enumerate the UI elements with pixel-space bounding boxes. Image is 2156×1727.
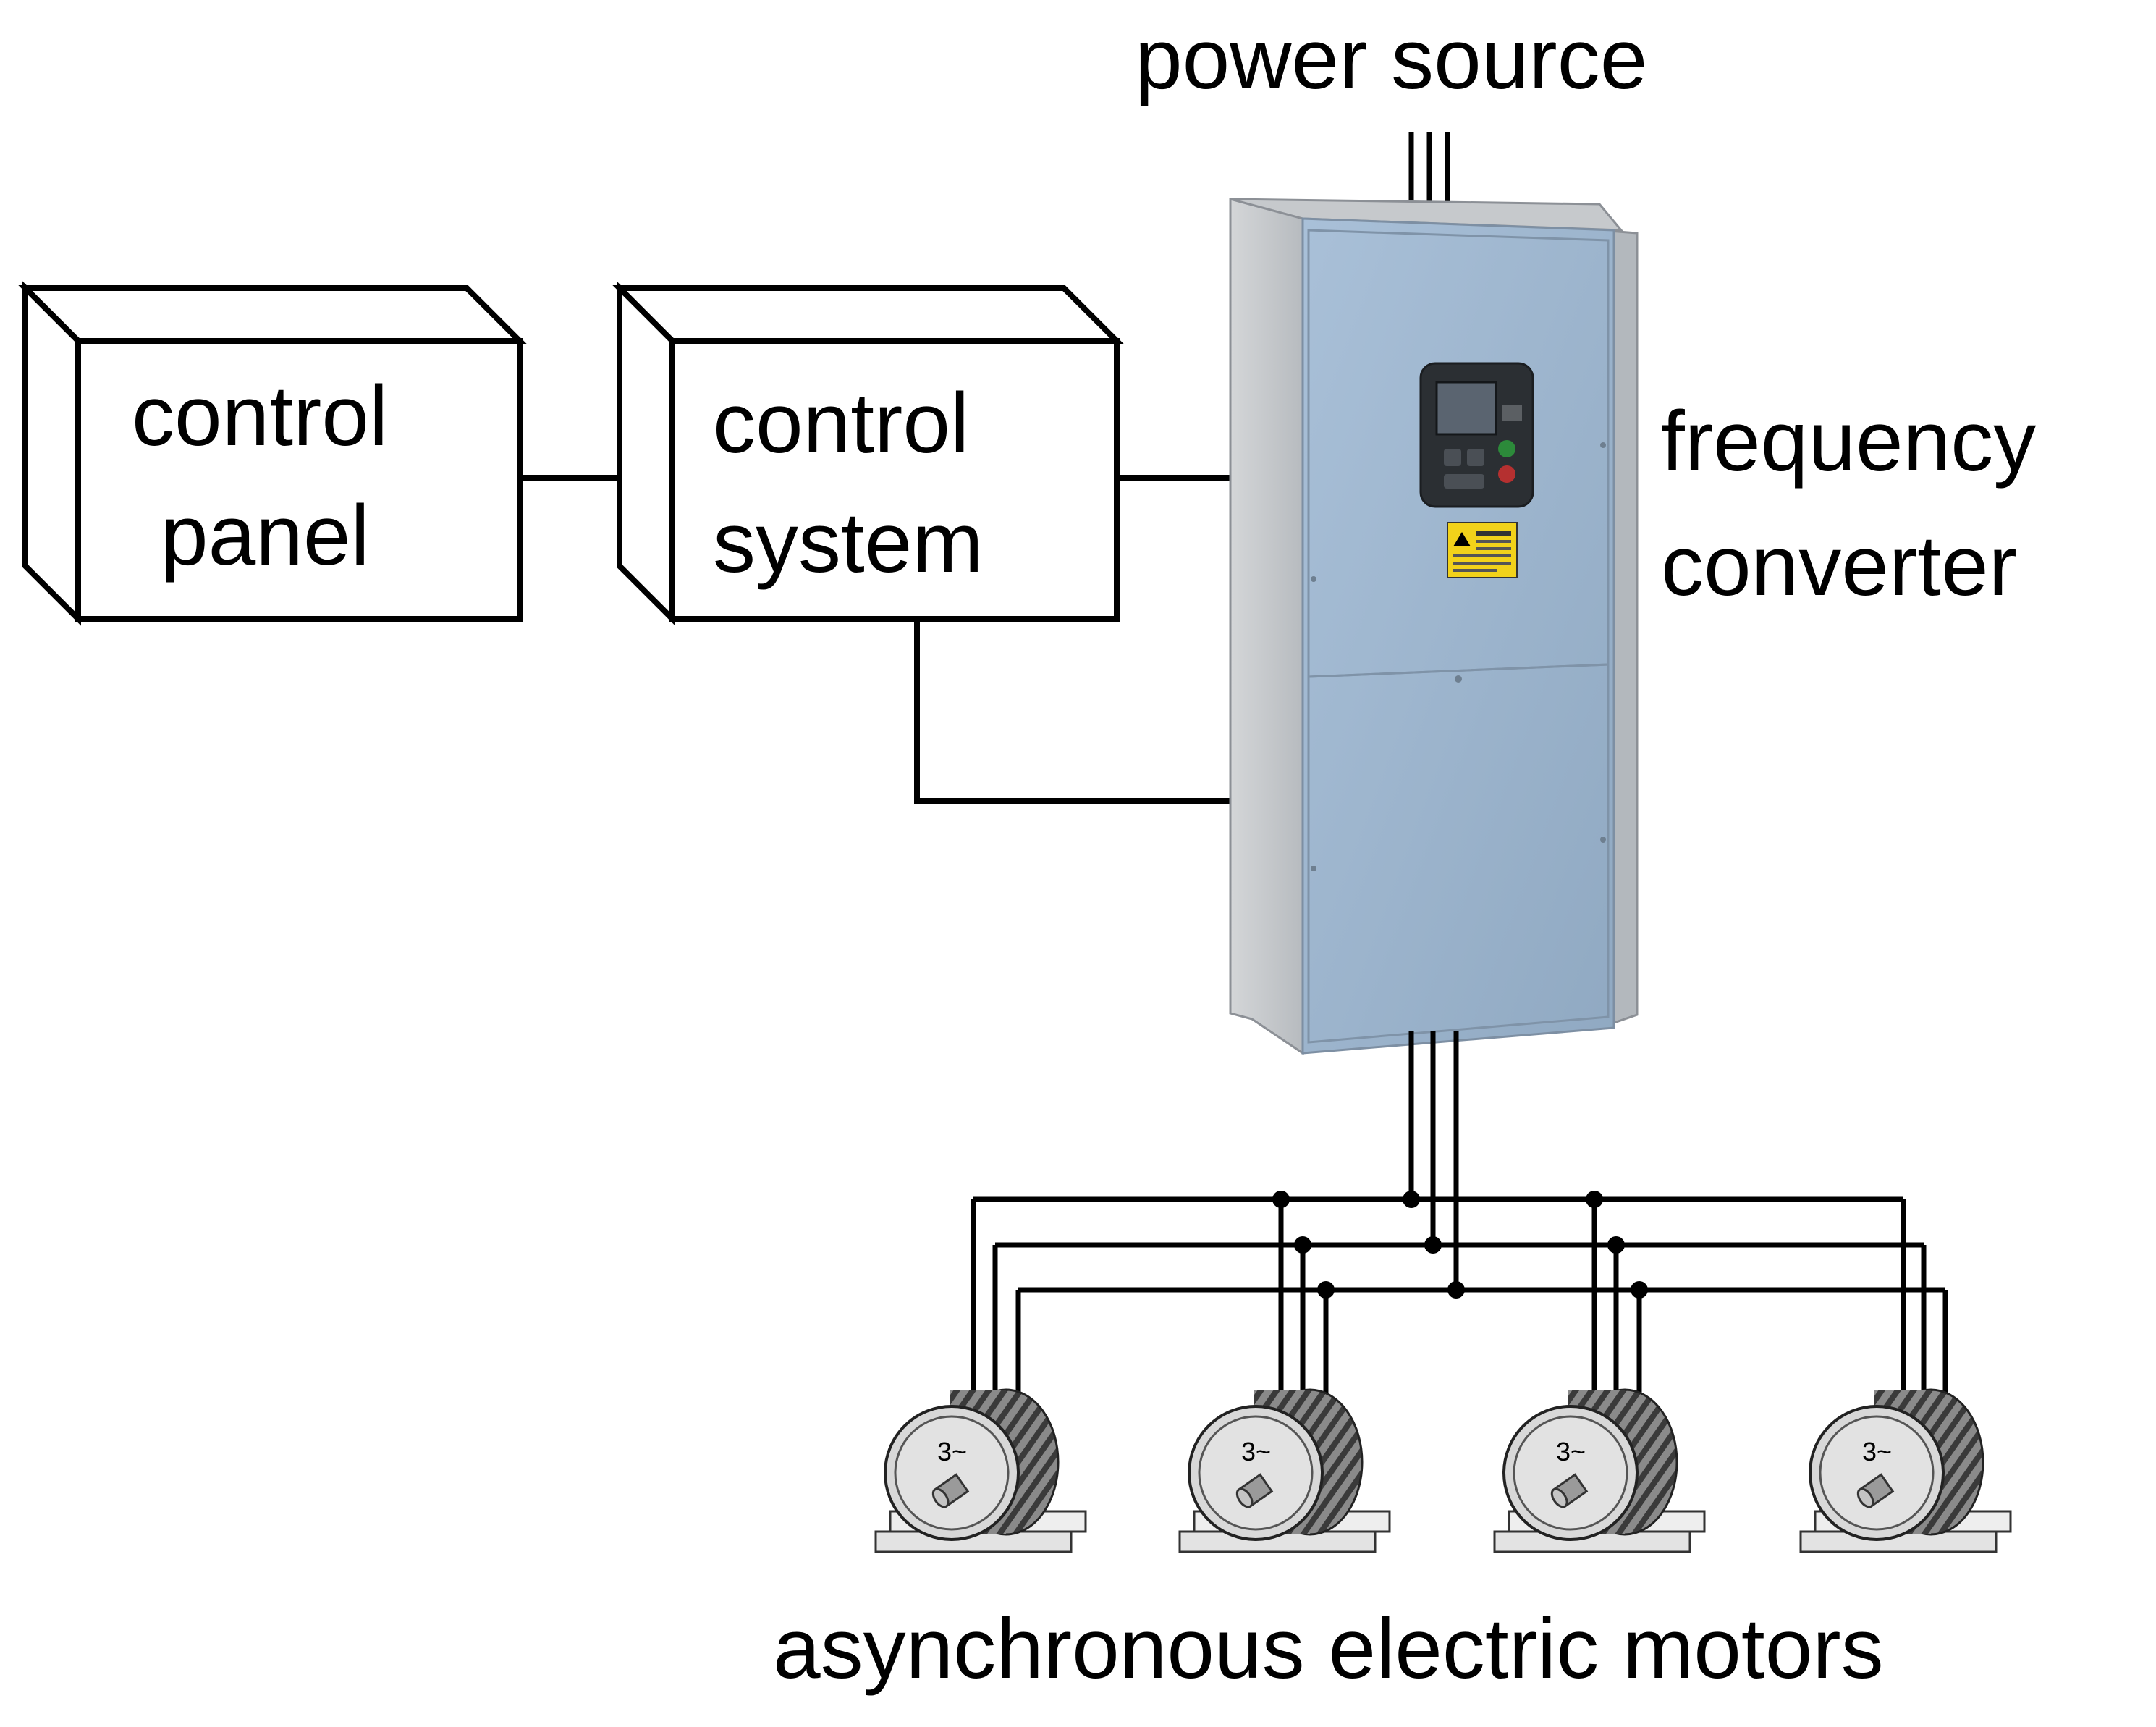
control-system-box: control system bbox=[612, 281, 1124, 626]
motor-1: 3~ bbox=[874, 1388, 1087, 1553]
output-bus-wiring bbox=[971, 1031, 1948, 1404]
control-panel-label-line1: control bbox=[132, 368, 388, 464]
warning-sticker-icon bbox=[1447, 522, 1518, 578]
three-phase-motor-icon: 3~ bbox=[1178, 1388, 1391, 1553]
frequency-converter-label-line2: converter bbox=[1661, 518, 2017, 614]
control-system-label-line1: control bbox=[713, 376, 969, 471]
power-source-label: power source bbox=[1135, 12, 1647, 107]
motor-symbol: 3~ bbox=[1556, 1437, 1586, 1466]
frequency-converter-device bbox=[1229, 198, 1639, 1055]
keypad-display-icon bbox=[1419, 362, 1534, 508]
frequency-converter-label-line1: frequency bbox=[1661, 394, 2036, 489]
system-to-converter-link-lower bbox=[914, 616, 1272, 804]
motor-4: 3~ bbox=[1799, 1388, 2012, 1553]
motor-2: 3~ bbox=[1178, 1388, 1391, 1553]
motors-label: asynchronous electric motors bbox=[773, 1601, 1884, 1697]
three-phase-motor-icon: 3~ bbox=[1493, 1388, 1706, 1553]
motor-symbol: 3~ bbox=[1241, 1437, 1271, 1466]
motor-symbol: 3~ bbox=[937, 1437, 967, 1466]
power-input-wires bbox=[1408, 132, 1450, 210]
three-phase-motor-icon: 3~ bbox=[1799, 1388, 2012, 1553]
three-phase-motor-icon: 3~ bbox=[874, 1388, 1087, 1553]
control-system-label-line2: system bbox=[713, 495, 984, 591]
control-panel-label-line2: panel bbox=[161, 488, 370, 583]
motor-3: 3~ bbox=[1493, 1388, 1706, 1553]
motor-symbol: 3~ bbox=[1862, 1437, 1892, 1466]
control-panel-box: control panel bbox=[18, 281, 527, 626]
